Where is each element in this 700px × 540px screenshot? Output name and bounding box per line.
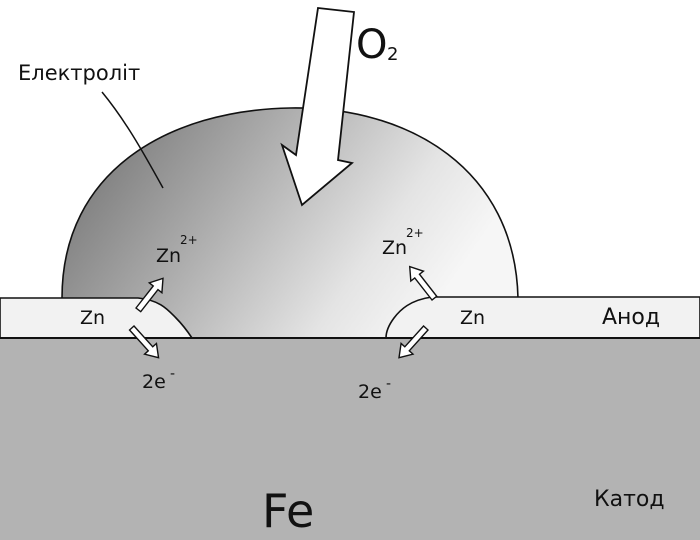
electrons-right-label: 2e [358,381,382,403]
electrolyte-label: Електроліт [18,61,140,85]
oxygen-label: O [356,22,387,68]
electrons-left-label: 2e [142,371,166,393]
zn-left-label: Zn [80,307,105,329]
electrons-right-charge: - [386,376,391,392]
ion-right-label: Zn [382,237,407,259]
oxygen-subscript: 2 [387,44,398,65]
cathode-label: Катод [594,487,665,512]
iron-label: Fe [262,484,314,538]
ion-right-charge: 2+ [406,226,424,240]
zn-right-label: Zn [460,307,485,329]
ion-left-charge: 2+ [180,233,198,247]
electrons-left-charge: - [170,366,175,382]
anode-label: Анод [602,305,660,330]
ion-left-label: Zn [156,245,181,267]
